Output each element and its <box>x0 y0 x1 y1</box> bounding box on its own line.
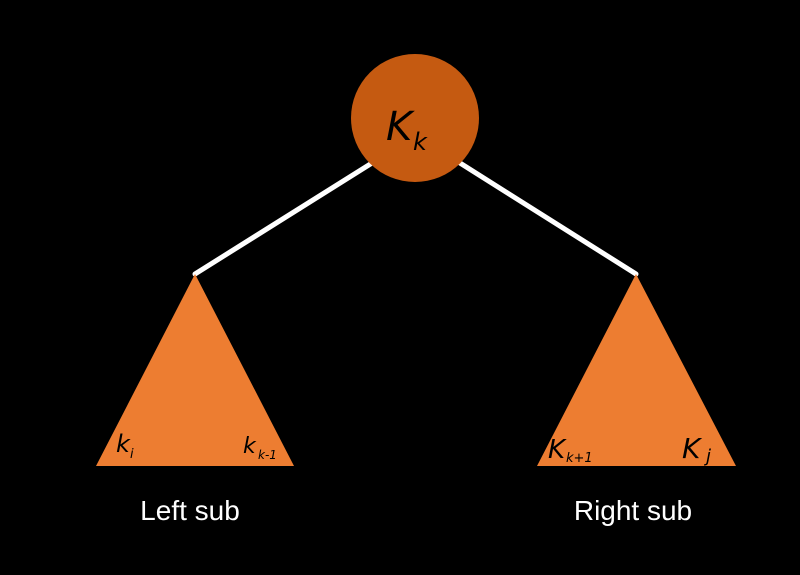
left-subtree-key-left-subscript: i <box>130 447 134 462</box>
right-subtree-caption: Right sub <box>574 495 692 526</box>
left-subtree-key-right: k <box>243 434 257 459</box>
root-node-label: K <box>386 104 415 150</box>
root-node-circle <box>351 54 479 182</box>
right-edge <box>457 160 639 277</box>
left-subtree-key-left: k <box>116 430 131 458</box>
root-node: K k <box>351 54 479 182</box>
right-subtree-key-left: K <box>548 435 567 465</box>
right-subtree-key-left-subscript: k+1 <box>566 451 593 466</box>
left-edge <box>192 160 375 277</box>
right-subtree-key-right: K <box>682 432 703 465</box>
right-subtree-key-right-subscript: j <box>703 446 711 467</box>
root-node-label-subscript: k <box>413 128 428 156</box>
left-subtree-caption: Left sub <box>140 495 240 526</box>
left-subtree-triangle <box>96 274 294 466</box>
left-subtree-key-right-subscript: k-1 <box>258 448 277 462</box>
left-subtree: k i k k-1 <box>96 274 294 466</box>
right-subtree: K k+1 K j <box>537 274 736 467</box>
right-subtree-triangle <box>537 274 736 466</box>
